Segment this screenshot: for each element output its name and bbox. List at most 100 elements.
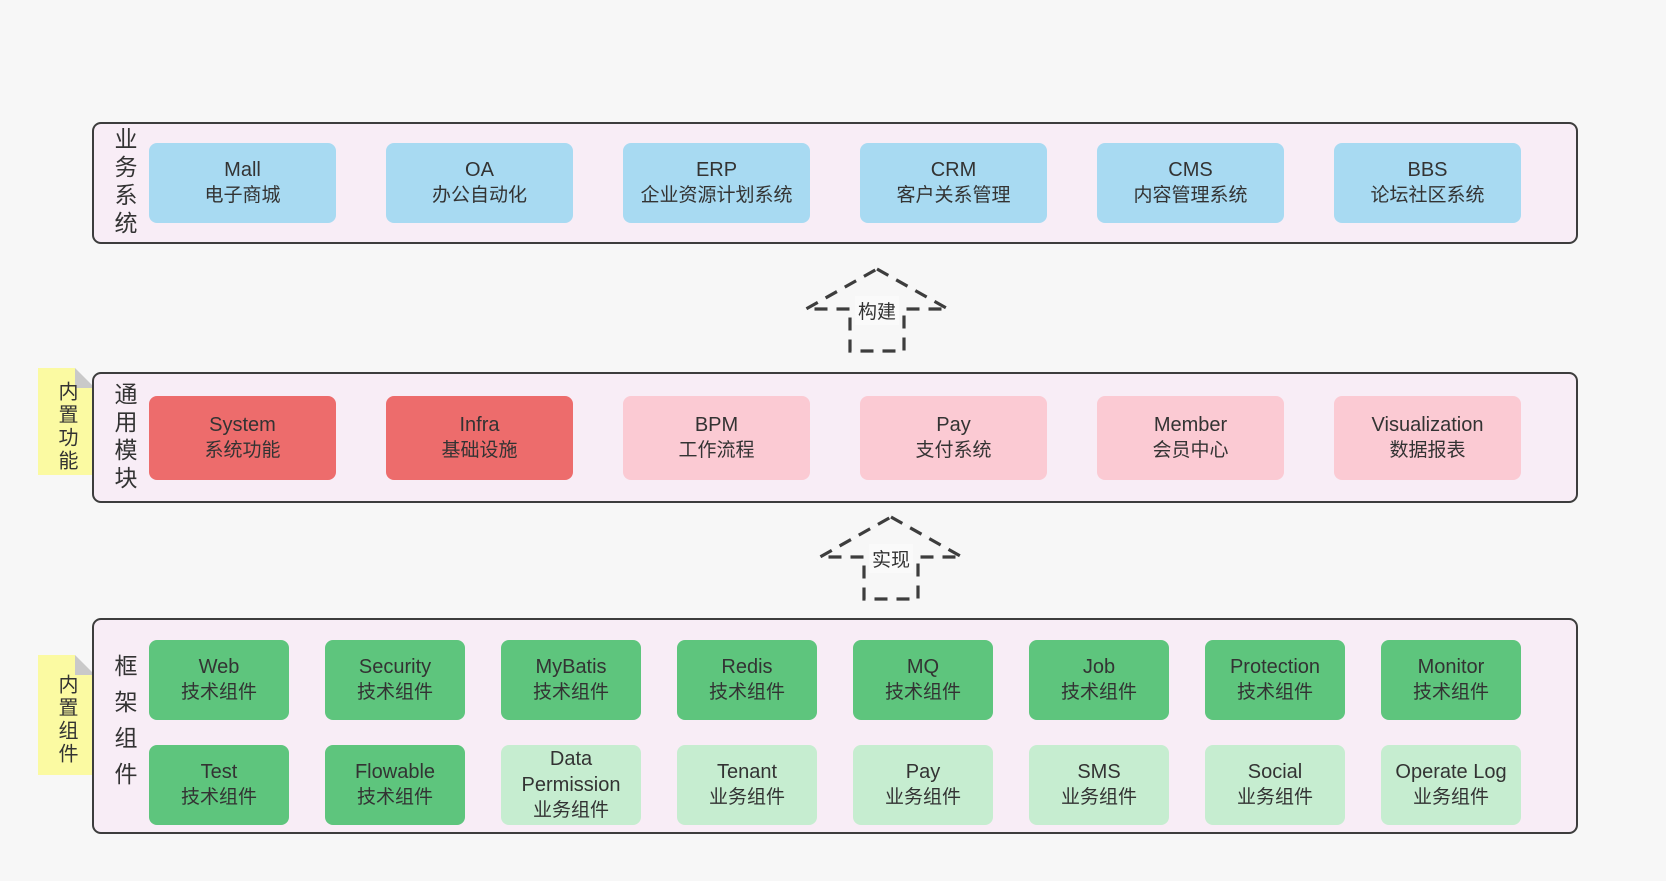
sticky-note-builtin-features: 内置功能 (38, 368, 95, 475)
box-title: MyBatis (535, 656, 607, 678)
box-title: Member (1153, 413, 1228, 436)
box-sms: SMS 业务组件 (1029, 745, 1169, 825)
box-social: Social 业务组件 (1205, 745, 1345, 825)
box-subtitle: 技术组件 (180, 682, 257, 703)
box-title: Pay (936, 413, 971, 436)
box-test: Test 技术组件 (149, 745, 289, 825)
box-title: ERP (695, 159, 738, 181)
box-mybatis: MyBatis 技术组件 (501, 640, 641, 720)
box-data-permission: Data Permission 业务组件 (501, 745, 641, 825)
modules-box-row: System 系统功能 Infra 基础设施 BPM 工作流程 Pay 支付系统… (149, 395, 1521, 480)
box-security: Security 技术组件 (325, 640, 465, 720)
box-subtitle: 系统功能 (204, 439, 281, 461)
box-subtitle: 基础设施 (441, 439, 518, 461)
box-title: Infra (459, 413, 500, 436)
box-subtitle: 技术组件 (884, 682, 961, 703)
box-mq: MQ 技术组件 (853, 640, 993, 720)
box-subtitle: 技术组件 (1060, 682, 1137, 703)
band-label-modules: 通用模块 (111, 381, 137, 494)
band-common-modules: 通用模块 System 系统功能 Infra 基础设施 BPM 工作流程 Pay… (92, 372, 1578, 503)
up-arrow-build: 构建 (802, 266, 952, 354)
box-subtitle: 技术组件 (356, 682, 433, 703)
sticky-note-label: 内置组件 (55, 674, 77, 766)
box-title: Social (1247, 761, 1303, 783)
box-tenant: Tenant 业务组件 (677, 745, 817, 825)
box-subtitle: 业务组件 (1236, 787, 1313, 808)
box-title: MQ (906, 656, 940, 678)
box-title: Web (198, 656, 240, 678)
sticky-note-label: 内置功能 (55, 380, 77, 473)
box-title: Mall (224, 159, 261, 181)
box-pay-component: Pay 业务组件 (853, 745, 993, 825)
box-subtitle: 技术组件 (180, 787, 257, 808)
box-title: System (209, 413, 276, 436)
band-label-business: 业务系统 (111, 127, 137, 239)
box-title: Tenant (716, 761, 778, 783)
box-title: OA (465, 159, 494, 181)
box-subtitle: 企业资源计划系统 (640, 185, 793, 206)
band-business-systems: 业务系统 Mall 电子商城 OA 办公自动化 ERP 企业资源计划系统 CRM… (92, 122, 1578, 244)
box-subtitle: 业务组件 (884, 787, 961, 808)
box-crm: CRM 客户关系管理 (860, 143, 1047, 223)
box-title: Data Permission (521, 748, 621, 796)
box-bpm: BPM 工作流程 (623, 395, 810, 480)
box-title: Operate Log (1395, 761, 1507, 783)
box-subtitle: 业务组件 (532, 800, 609, 821)
up-arrow-implement: 实现 (816, 514, 966, 602)
box-title: BBS (1407, 159, 1448, 181)
box-title: Redis (721, 656, 773, 678)
box-subtitle: 数据报表 (1389, 439, 1466, 461)
box-redis: Redis 技术组件 (677, 640, 817, 720)
box-subtitle: 办公自动化 (431, 185, 527, 206)
box-job: Job 技术组件 (1029, 640, 1169, 720)
arrow-implement-label: 实现 (868, 544, 914, 573)
band-label-components: 框架组件 (111, 654, 137, 798)
box-subtitle: 内容管理系统 (1133, 185, 1248, 206)
box-subtitle: 技术组件 (356, 787, 433, 808)
box-visualization: Visualization 数据报表 (1334, 395, 1521, 480)
box-title: Pay (905, 761, 941, 783)
box-subtitle: 业务组件 (1060, 787, 1137, 808)
box-oa: OA 办公自动化 (386, 143, 573, 223)
box-operate-log: Operate Log 业务组件 (1381, 745, 1521, 825)
box-subtitle: 电子商城 (204, 185, 281, 206)
box-title: SMS (1077, 761, 1121, 783)
band-framework-components: 框架组件 Web 技术组件 Security 技术组件 MyBatis 技术组件… (92, 618, 1578, 834)
components-row-1: Web 技术组件 Security 技术组件 MyBatis 技术组件 Redi… (149, 640, 1521, 720)
box-subtitle: 支付系统 (915, 439, 992, 461)
box-bbs: BBS 论坛社区系统 (1334, 143, 1521, 223)
box-title: CRM (930, 159, 977, 181)
business-box-row: Mall 电子商城 OA 办公自动化 ERP 企业资源计划系统 CRM 客户关系… (149, 143, 1521, 223)
box-erp: ERP 企业资源计划系统 (623, 143, 810, 223)
box-subtitle: 技术组件 (532, 682, 609, 703)
box-system: System 系统功能 (149, 395, 336, 480)
box-subtitle: 会员中心 (1152, 439, 1229, 461)
box-title: Monitor (1417, 656, 1485, 678)
up-arrow-dashed-icon (802, 267, 952, 353)
box-flowable: Flowable 技术组件 (325, 745, 465, 825)
box-infra: Infra 基础设施 (386, 395, 573, 480)
box-title: Security (358, 656, 432, 678)
box-subtitle: 论坛社区系统 (1370, 185, 1485, 206)
box-subtitle: 技术组件 (708, 682, 785, 703)
box-subtitle: 技术组件 (1236, 682, 1313, 703)
box-member: Member 会员中心 (1097, 395, 1284, 480)
box-title: Test (200, 761, 238, 783)
box-protection: Protection 技术组件 (1205, 640, 1345, 720)
box-monitor: Monitor 技术组件 (1381, 640, 1521, 720)
components-row-2: Test 技术组件 Flowable 技术组件 Data Permission … (149, 745, 1521, 825)
box-title: CMS (1168, 159, 1213, 181)
box-subtitle: 工作流程 (678, 439, 755, 461)
box-title: Job (1082, 656, 1116, 678)
box-subtitle: 技术组件 (1412, 682, 1489, 703)
box-subtitle: 业务组件 (708, 787, 785, 808)
sticky-note-builtin-components: 内置组件 (38, 655, 95, 775)
box-mall: Mall 电子商城 (149, 143, 336, 223)
arrow-build-label: 构建 (854, 296, 900, 325)
box-subtitle: 业务组件 (1412, 787, 1489, 808)
box-title: Visualization (1371, 413, 1484, 436)
box-title: Flowable (354, 761, 436, 783)
box-cms: CMS 内容管理系统 (1097, 143, 1284, 223)
box-pay-system: Pay 支付系统 (860, 395, 1047, 480)
box-subtitle: 客户关系管理 (896, 185, 1011, 206)
